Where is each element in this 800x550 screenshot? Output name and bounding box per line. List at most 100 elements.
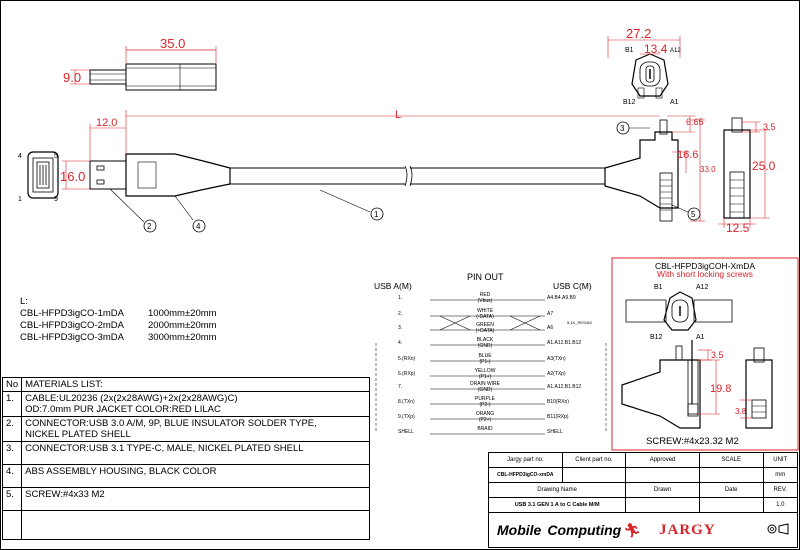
length-part: CBL-HFPD3igCO-2mDA (20, 320, 124, 331)
tb-client-pn-label: Client part no. (561, 452, 627, 468)
pinout-right-pin: A1.A12.B1.B12 (547, 340, 582, 346)
dim-c-screw-len: 16.6 (677, 149, 698, 161)
tb-date (698, 497, 764, 513)
usbc-side-view (604, 115, 705, 222)
tb-drawn-label: Drawn (625, 482, 700, 498)
dim-plug-length: 35.0 (160, 36, 185, 51)
materials-header: No MATERIALS LIST: (1, 377, 370, 392)
pinout-signal: BRAID (477, 426, 493, 432)
tb-unit: mm (762, 467, 798, 483)
length-part: CBL-HFPD3igCO-1mDA (20, 308, 124, 319)
material-desc: CONNECTOR:USB 3.0 A/M, 9P, BLUE INSULATO… (21, 416, 370, 442)
pinout-left-header: USB A(M) (374, 281, 412, 291)
pinout-right-pin: A2(TXp) (547, 371, 566, 377)
pinout-left-pin: 5.(RXn) (398, 356, 416, 362)
company-logo-row: Mobile Computing 🏃︎ JARGY (488, 512, 798, 548)
alt-view-frame (611, 257, 799, 451)
material-no: 5. (1, 487, 23, 511)
usbc-end-view (607, 36, 681, 99)
callout-5 (671, 204, 701, 221)
tb-approved (625, 467, 700, 483)
material-desc: CONNECTOR:USB 3.1 TYPE-C, MALE, NICKEL P… (21, 441, 370, 465)
pin-label-4: 4 (18, 153, 22, 160)
alt-pin-b12: B12 (650, 334, 663, 341)
material-row: 1. CABLE:UL20236 (2x(2x28AWG)+2x(2x28AWG… (1, 391, 370, 417)
pinout-signal: BLACK(GND) (476, 337, 494, 349)
pinout-signal: GREEN(+DATA) (475, 322, 495, 334)
callout-1 (319, 189, 384, 221)
dim-c-side-height: 25.0 (752, 159, 776, 173)
pinout-right-pin: A3(TXn) (547, 356, 566, 362)
twisted-pair-mark (439, 315, 471, 331)
callout-4-number: 4 (196, 222, 201, 231)
pin-label-1: 1 (18, 196, 22, 203)
projection-symbol-icon (760, 514, 796, 544)
material-no: 4. (1, 464, 23, 488)
dim-c-side-width: 12.5 (726, 221, 750, 235)
tb-drawing-name: USB 3.1 GEN 1 A to C Cable M/M (487, 497, 627, 513)
pinout-left-pin: 3. (398, 325, 403, 331)
callout-1-number: 1 (374, 210, 379, 219)
pinout-resistor-note: 5.1K_RES/A5 (567, 320, 592, 325)
pinout-right-pin: B10(RXn) (547, 399, 569, 405)
alt-pin-b1: B1 (654, 284, 663, 291)
dim-c-overall: 33.0 (700, 165, 716, 174)
materials-header-title: MATERIALS LIST: (21, 377, 370, 392)
material-row: 3. CONNECTOR:USB 3.1 TYPE-C, MALE, NICKE… (1, 441, 370, 465)
callout-2 (109, 188, 157, 233)
alt-view-screw-note: SCREW:#4x23.32 M2 (646, 436, 739, 447)
pinout-signal: YELLOW(P1+) (474, 368, 496, 380)
tb-jargy-pn-label: Jargy part no. (488, 452, 563, 468)
pinout-left-pin: 7. (398, 384, 403, 390)
tb-approved-label: Approved (625, 452, 700, 468)
dim-c-width: 27.2 (626, 26, 651, 41)
material-row: 4. ABS ASSEMBLY HOUSING, BLACK COLOR (1, 464, 370, 488)
alt-end-view (625, 291, 733, 331)
pinout-left-pin: 8.(TXn) (398, 399, 415, 405)
callout-5-number: 5 (691, 210, 696, 219)
pinout-left-pin: 9.(TXp) (398, 414, 415, 420)
tb-drawn (625, 497, 700, 513)
dim-alt-screw-top: 3.5 (711, 350, 724, 360)
pinout-right-pin: A7 (547, 311, 554, 317)
material-desc: CABLE:UL20236 (2x(2x28AWG)+2x(2x28AWG)C)… (21, 391, 370, 417)
alt-front-view (740, 347, 773, 429)
tb-rev-label: REV. (762, 482, 798, 498)
pinout-right-pin: A4.B4.A9.B9 (547, 295, 576, 301)
pinout-signal: BLUE(P1-) (478, 353, 492, 365)
c-pin-a12: A12 (670, 48, 681, 54)
pinout-right-pin: A1.A12.B1.B12 (547, 384, 582, 390)
callout-3 (616, 121, 650, 135)
tb-drawing-name-label: Drawing Name (487, 482, 627, 498)
pinout-right-pin: B11(RXp) (547, 414, 569, 420)
usba-side-view (62, 110, 660, 197)
dim-plug-height: 9.0 (63, 70, 81, 85)
dim-cable-length: L (395, 109, 401, 121)
material-row-blank (1, 510, 370, 540)
tb-unit-label: UNIT (762, 452, 798, 468)
logo-word-computing: Computing (547, 522, 622, 538)
c-pin-b12: B12 (623, 99, 636, 106)
pinout-signal: DRAIN WIRE(GND) (470, 381, 500, 393)
length-value: 3000mm±20mm (148, 332, 217, 343)
dim-c-top: 6.65 (686, 117, 704, 127)
tb-jargy-pn: CBL-HFPD3igCO-xmDA (488, 467, 563, 483)
tb-scale-label: SCALE (698, 452, 764, 468)
pin-label-9: 9 (54, 196, 58, 203)
material-row: 5. SCREW:#4x33 M2 (1, 487, 370, 511)
length-value: 2000mm±20mm (148, 320, 217, 331)
material-desc: ABS ASSEMBLY HOUSING, BLACK COLOR (21, 464, 370, 488)
pinout-wiring (430, 299, 545, 435)
material-no: 2. (1, 416, 23, 442)
title-block: Jargy part no. Client part no. Approved … (487, 452, 798, 513)
pinout-signal: ORANG(P2+) (475, 411, 495, 423)
pinout-left-pin: 2. (398, 311, 403, 317)
dim-usba-offset: 12.0 (96, 117, 117, 129)
tb-rev: 1.0 (762, 497, 798, 513)
pinout-signal: RED(Vbus) (477, 292, 493, 304)
dim-alt-screw-len: 19.8 (710, 383, 731, 395)
pinout-right-header: USB C(M) (553, 281, 592, 291)
